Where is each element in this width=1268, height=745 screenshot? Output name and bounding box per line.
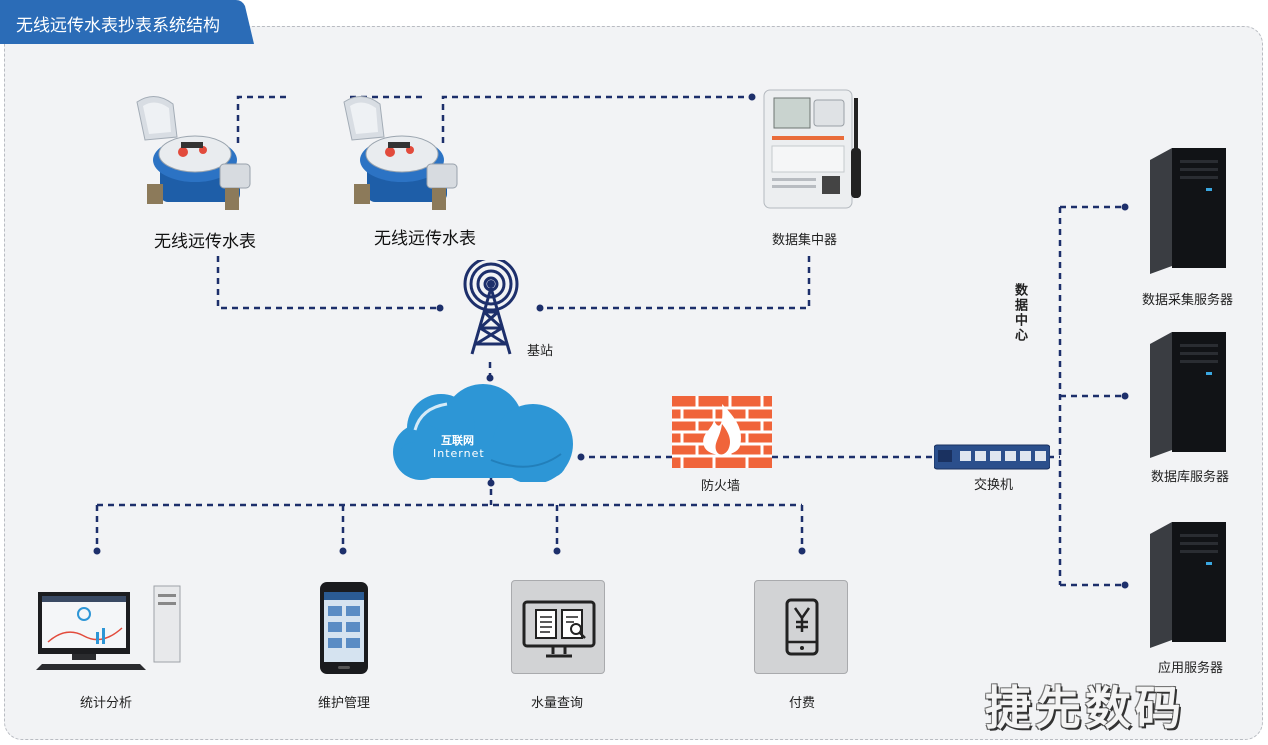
antenna-tower-icon <box>463 260 519 355</box>
client-3-label: 水量查询 <box>531 696 584 711</box>
server-3-label: 应用服务器 <box>1158 661 1224 676</box>
concentrator-label: 数据集中器 <box>772 233 838 248</box>
cloud-label: 互联网 <box>441 434 474 447</box>
watermark: 捷先数码 <box>985 681 1185 735</box>
server-2-label: 数据库服务器 <box>1151 470 1230 485</box>
query-tile <box>511 580 605 674</box>
server-icon <box>1150 332 1226 458</box>
server-1-label: 数据采集服务器 <box>1142 293 1234 308</box>
server-icon <box>1150 148 1226 274</box>
server-icon <box>1150 522 1226 648</box>
monitor-document-icon <box>522 600 596 658</box>
firewall-icon <box>672 396 772 468</box>
mobile-payment-icon <box>785 598 819 656</box>
base-station-label: 基站 <box>527 344 554 359</box>
smartphone-icon <box>320 582 368 674</box>
desktop-computer-icon <box>36 585 181 670</box>
water-meter-icon <box>136 96 251 210</box>
network-switch-icon <box>934 444 1050 470</box>
cloud-icon <box>393 384 573 482</box>
title-tab: 无线远传水表抄表系统结构 <box>0 0 254 44</box>
concentrator-icon <box>763 89 861 209</box>
page-title: 无线远传水表抄表系统结构 <box>16 16 220 36</box>
water-meter-icon <box>343 96 458 210</box>
client-4-label: 付费 <box>789 696 816 711</box>
data-center-label: 数据中心 <box>1012 283 1027 343</box>
water-meter-2-label: 无线远传水表 <box>374 229 476 249</box>
firewall-label: 防火墙 <box>701 479 741 494</box>
client-1-label: 统计分析 <box>80 696 133 711</box>
cloud-label-en: Internet <box>433 447 485 460</box>
client-2-label: 维护管理 <box>318 696 371 711</box>
switch-label: 交换机 <box>974 478 1014 493</box>
water-meter-1-label: 无线远传水表 <box>154 232 256 252</box>
